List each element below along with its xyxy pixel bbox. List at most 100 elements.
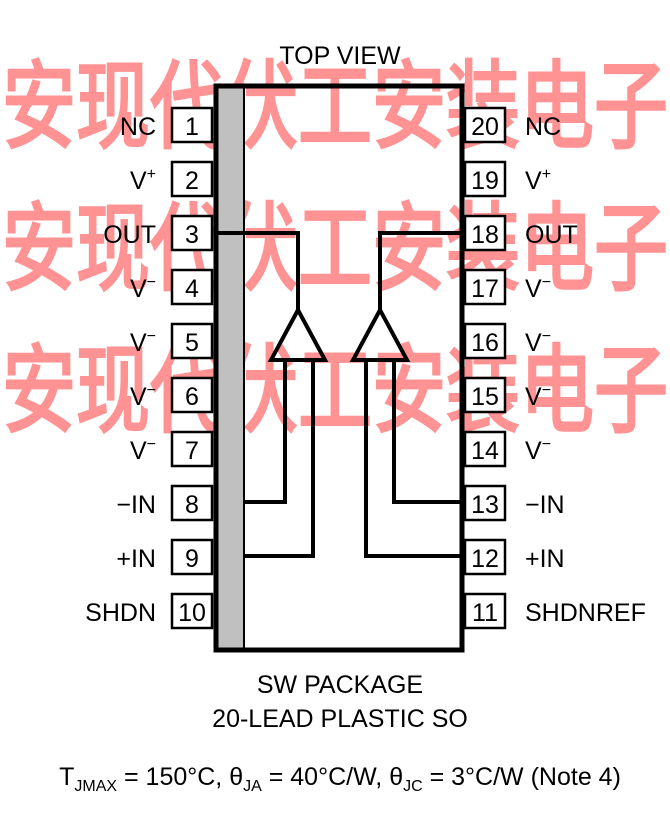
pin-number: 5 (185, 329, 199, 357)
pin-label: +IN (116, 545, 156, 573)
pin1-stripe (216, 86, 244, 650)
right-amp-triangle (349, 305, 411, 362)
pin-name: V (525, 329, 542, 357)
pin-number: 10 (178, 599, 206, 627)
pin-superscript: − (147, 328, 156, 345)
pin-superscript: − (542, 274, 551, 291)
top-view-title: TOP VIEW (279, 42, 401, 70)
pin-label: V− (525, 274, 551, 303)
left-amp-triangle (267, 305, 329, 362)
pin-name: OUT (525, 221, 578, 249)
pin-superscript: − (147, 382, 156, 399)
pin-label: V− (130, 436, 156, 465)
theta-ja-value: = 40°C/W, (262, 763, 389, 791)
pin-number: 9 (185, 545, 199, 573)
pin-box (463, 214, 507, 252)
pin-box (170, 106, 214, 144)
pin-box (170, 268, 214, 306)
left-amp-output-wire (216, 231, 300, 310)
pin-number: 3 (185, 221, 199, 249)
pin-label: V− (130, 274, 156, 303)
pin-box (170, 430, 214, 468)
pin-name: +IN (116, 545, 156, 573)
pin-label: OUT (525, 221, 578, 249)
pin-box (463, 538, 507, 576)
pin-box (170, 160, 214, 198)
pin-box (170, 376, 214, 414)
pin-number: 15 (471, 383, 499, 411)
pin-box (170, 322, 214, 360)
pin-label: SHDNREF (525, 599, 646, 627)
pin-name: V (130, 167, 147, 195)
pin-label: V+ (525, 166, 551, 195)
pin-label: V− (525, 328, 551, 357)
pin-name: −IN (116, 491, 156, 519)
pin-label: V− (130, 382, 156, 411)
pin-name: V (525, 383, 542, 411)
pin-number: 11 (472, 599, 498, 627)
pin-number: 13 (471, 491, 499, 519)
pin-box (463, 430, 507, 468)
pin-superscript: − (542, 382, 551, 399)
pin-superscript: + (542, 166, 551, 183)
pin-name: SHDNREF (525, 599, 646, 627)
pin-number: 18 (471, 221, 499, 249)
pin-name: V (130, 329, 147, 357)
pin-box (463, 592, 507, 630)
pin-name: −IN (525, 491, 565, 519)
pin-superscript: − (542, 436, 551, 453)
pin-label: OUT (103, 221, 156, 249)
pin-name: V (525, 167, 542, 195)
pin-name: V (130, 437, 147, 465)
pin-name: NC (525, 113, 561, 141)
right-amp-inverting-wire (392, 360, 462, 504)
pin-label: −IN (116, 491, 156, 519)
pin-number: 17 (471, 275, 499, 303)
pin-box (463, 160, 507, 198)
pin-box (463, 484, 507, 522)
pin-number: 2 (185, 167, 199, 195)
theta-ja-subscript: JA (243, 778, 262, 795)
tjmax-value: = 150°C, (117, 763, 229, 791)
watermark-text-2: 安现代伏工安装电子 (2, 193, 668, 305)
pin-box (463, 376, 507, 414)
pin-label: SHDN (85, 599, 156, 627)
pin-superscript: − (147, 274, 156, 291)
pin-box (463, 106, 507, 144)
pin-label: NC (120, 113, 156, 141)
package-name: SW PACKAGE (257, 671, 423, 699)
tjmax-symbol: T (59, 763, 74, 791)
thermal-spec: TJMAX = 150°C, θJA = 40°C/W, θJC = 3°C/W… (59, 763, 621, 795)
pin-name: NC (120, 113, 156, 141)
package-body (213, 83, 465, 653)
right-amp-output-wire (378, 231, 462, 310)
pin-name: V (130, 383, 147, 411)
pin-box (463, 322, 507, 360)
pin-box (463, 268, 507, 306)
pin-number: 19 (471, 167, 499, 195)
pin-name: +IN (525, 545, 565, 573)
theta-jc-subscript: JC (403, 778, 423, 795)
tjmax-subscript: JMAX (74, 778, 117, 795)
theta-jc-symbol: θ (389, 763, 403, 791)
pin-box (170, 484, 214, 522)
pin-superscript: − (542, 328, 551, 345)
left-amp-noninverting-wire (244, 360, 315, 558)
pin-number: 1 (185, 113, 199, 141)
pin-label: V− (130, 328, 156, 357)
pin-box (170, 214, 214, 252)
left-amp-inverting-wire (244, 360, 287, 504)
pin-number: 4 (185, 275, 199, 303)
pin-name: V (130, 275, 147, 303)
pin-superscript: + (147, 166, 156, 183)
pin-label: −IN (525, 491, 565, 519)
theta-ja-symbol: θ (229, 763, 243, 791)
watermark-text-3: 安现代伏工安装电子 (2, 335, 668, 447)
pin-name: OUT (103, 221, 156, 249)
pin-label: V+ (130, 166, 156, 195)
pin-name: SHDN (85, 599, 156, 627)
pin-label: V− (525, 382, 551, 411)
theta-jc-value: = 3°C/W (Note 4) (423, 763, 621, 791)
